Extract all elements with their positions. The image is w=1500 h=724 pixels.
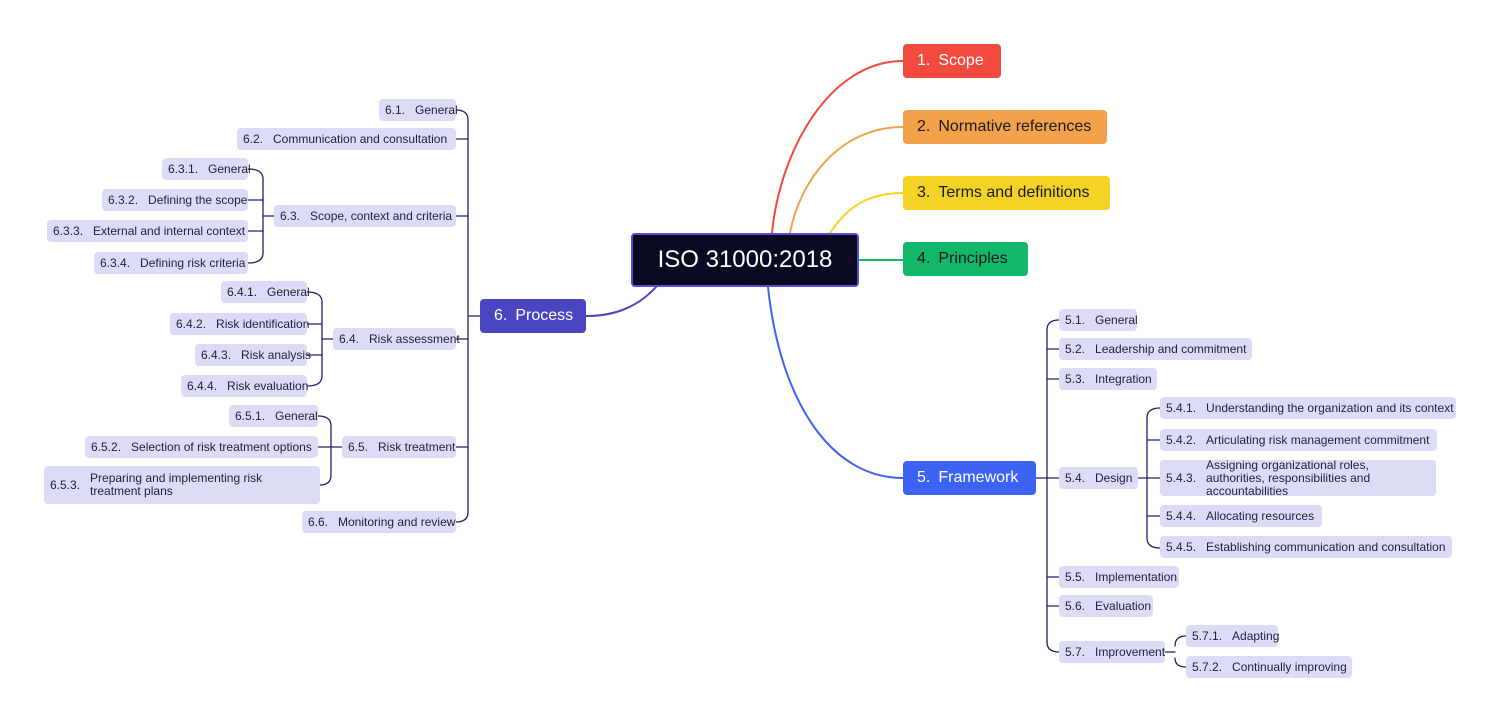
topic-5-4[interactable]: 5.4.Design bbox=[1059, 467, 1138, 489]
connector-6-3-4 bbox=[247, 252, 264, 264]
topic-6-4-1[interactable]: 6.4.1.General bbox=[221, 281, 310, 303]
branch-number: 4. bbox=[917, 250, 931, 267]
connector-5-7-1 bbox=[1174, 635, 1187, 647]
connector-process bbox=[585, 286, 657, 317]
topic-6-6[interactable]: 6.6.Monitoring and review bbox=[302, 511, 456, 533]
connector-6-6 bbox=[455, 511, 469, 523]
connector-6-5-1 bbox=[317, 415, 332, 427]
connector-normative bbox=[789, 126, 904, 234]
branch-number: 3. bbox=[917, 184, 931, 201]
connector-6-4-4 bbox=[306, 375, 323, 387]
root-node[interactable]: ISO 31000:2018 bbox=[631, 233, 859, 287]
connector-framework bbox=[767, 286, 904, 479]
topic-5-2[interactable]: 5.2.Leadership and commitment bbox=[1059, 338, 1252, 360]
topic-6-4-3[interactable]: 6.4.3.Risk analysis bbox=[195, 344, 311, 366]
topic-6-3-1[interactable]: 6.3.1.General bbox=[162, 158, 251, 180]
topic-5-7-2[interactable]: 5.7.2.Continually improving bbox=[1186, 656, 1352, 678]
connector-5-7 bbox=[1046, 641, 1060, 653]
topic-6-3[interactable]: 6.3.Scope, context and criteria bbox=[274, 205, 456, 227]
branch-label: Process bbox=[515, 307, 574, 324]
topic-5-4-5[interactable]: 5.4.5.Establishing communication and con… bbox=[1160, 536, 1452, 558]
branch-process[interactable]: 6. Process bbox=[480, 299, 586, 333]
branch-label: Normative references bbox=[938, 118, 1092, 135]
topic-6-5-3[interactable]: 6.5.3.Preparing and implementing risk tr… bbox=[44, 466, 320, 504]
connector-6-3-1 bbox=[247, 168, 264, 180]
topic-6-1[interactable]: 6.1.General bbox=[379, 99, 458, 121]
branch-normative-references[interactable]: 2. Normative references bbox=[903, 110, 1107, 144]
topic-6-4-4[interactable]: 6.4.4.Risk evaluation bbox=[181, 375, 308, 397]
connector-scope bbox=[771, 60, 904, 234]
branch-label: Scope bbox=[938, 52, 984, 69]
branch-number: 1. bbox=[917, 52, 931, 69]
connector-6-4-1 bbox=[306, 291, 323, 303]
branch-principles[interactable]: 4. Principles bbox=[903, 242, 1028, 276]
topic-5-4-2[interactable]: 5.4.2.Articulating risk management commi… bbox=[1160, 429, 1437, 451]
branch-framework[interactable]: 5. Framework bbox=[903, 461, 1036, 495]
topic-5-4-4[interactable]: 5.4.4.Allocating resources bbox=[1160, 505, 1322, 527]
connector-5-7-2 bbox=[1174, 657, 1187, 668]
topic-6-5-2[interactable]: 6.5.2.Selection of risk treatment option… bbox=[85, 436, 318, 458]
connector-5-1 bbox=[1046, 319, 1060, 331]
branch-number: 2. bbox=[917, 118, 931, 135]
root-label: ISO 31000:2018 bbox=[657, 246, 833, 273]
branch-label: Terms and definitions bbox=[938, 184, 1090, 201]
topic-6-3-3[interactable]: 6.3.3.External and internal context bbox=[47, 220, 248, 242]
topic-5-4-3[interactable]: 5.4.3.Assigning organizational roles, au… bbox=[1160, 458, 1436, 497]
topic-6-3-2[interactable]: 6.3.2.Defining the scope bbox=[102, 189, 248, 211]
connector-5-4-1 bbox=[1146, 407, 1161, 419]
topic-5-1[interactable]: 5.1.General bbox=[1059, 309, 1138, 331]
branch-label: Framework bbox=[938, 469, 1019, 486]
branch-label: Principles bbox=[938, 250, 1008, 267]
connector-5-4-5 bbox=[1146, 537, 1161, 549]
topic-5-6[interactable]: 5.6.Evaluation bbox=[1059, 595, 1153, 617]
topic-6-4-2[interactable]: 6.4.2.Risk identification bbox=[170, 313, 309, 335]
topic-5-7-1[interactable]: 5.7.1.Adapting bbox=[1186, 625, 1279, 647]
topic-6-3-4[interactable]: 6.3.4.Defining risk criteria bbox=[94, 252, 248, 274]
branch-number: 5. bbox=[917, 469, 931, 486]
connector-6-1 bbox=[455, 109, 469, 121]
branch-scope[interactable]: 1. Scope bbox=[903, 44, 1001, 78]
topic-6-5[interactable]: 6.5.Risk treatment bbox=[342, 436, 456, 458]
branch-number: 6. bbox=[494, 307, 508, 324]
connector-terms bbox=[829, 192, 904, 234]
topic-5-3[interactable]: 5.3.Integration bbox=[1059, 368, 1157, 390]
topic-5-7[interactable]: 5.7.Improvement bbox=[1059, 641, 1165, 663]
topic-5-5[interactable]: 5.5.Implementation bbox=[1059, 566, 1179, 588]
topic-6-2[interactable]: 6.2.Communication and consultation bbox=[237, 128, 456, 150]
topic-6-5-1[interactable]: 6.5.1.General bbox=[229, 405, 318, 427]
topic-5-4-1[interactable]: 5.4.1.Understanding the organization and… bbox=[1160, 397, 1456, 419]
branch-terms-and-definitions[interactable]: 3. Terms and definitions bbox=[903, 176, 1110, 210]
connector-6-5-3 bbox=[319, 474, 332, 486]
topic-6-4[interactable]: 6.4.Risk assessment bbox=[333, 328, 460, 350]
